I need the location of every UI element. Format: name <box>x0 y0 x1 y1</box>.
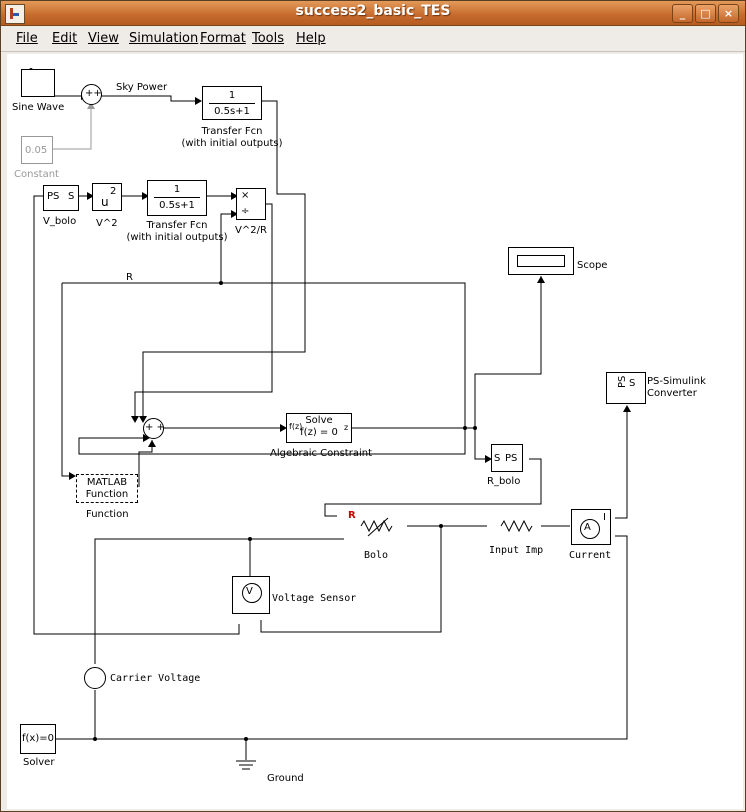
tf-mid-numerator: 1 <box>173 184 181 195</box>
current-glyph: A <box>584 522 591 533</box>
constant-value: 0.05 <box>25 145 48 156</box>
ps-simulink-s: S <box>629 378 636 389</box>
ground-label: Ground <box>267 773 304 784</box>
transfer-fcn-top-block[interactable]: 1 0.5s+1 <box>202 86 262 120</box>
current-sensor-block[interactable]: A I <box>571 509 611 545</box>
v-bolo-block[interactable]: PS S <box>43 185 79 211</box>
r-bolo-label: R_bolo <box>487 476 521 487</box>
square-exp: 2 <box>110 186 117 197</box>
tf-top-label-2: (with initial outputs) <box>181 138 283 149</box>
voltage-sensor-label: Voltage Sensor <box>272 593 357 604</box>
sine-wave-label: Sine Wave <box>12 102 65 113</box>
alg-fz: f(z) <box>289 422 303 431</box>
scope-label: Scope <box>577 260 608 271</box>
voltage-glyph: V <box>246 586 253 597</box>
solver-block[interactable]: f(x)=0 <box>20 724 56 754</box>
menu-edit[interactable]: Edit <box>52 31 78 46</box>
square-base: u <box>101 195 109 209</box>
divide-label: V^2/R <box>235 225 267 236</box>
sum-top-signs: ++ <box>85 88 102 99</box>
alg-label: Algebraic Constraint <box>270 448 373 459</box>
constant-label: Constant <box>14 169 59 180</box>
square-label: V^2 <box>96 218 118 229</box>
r-bolo-s: S <box>494 453 501 464</box>
sine-wave-block[interactable] <box>21 69 55 97</box>
tf-top-label: Transfer Fcn <box>201 126 263 137</box>
scope-block[interactable] <box>508 247 574 275</box>
ps-simulink-block[interactable]: PS S <box>606 372 646 404</box>
voltage-sensor-block[interactable]: V <box>232 576 270 614</box>
transfer-fcn-mid-block[interactable]: 1 0.5s+1 <box>147 180 207 216</box>
close-button[interactable]: × <box>718 4 739 23</box>
r-bolo-ps: PS <box>505 453 518 464</box>
square-block[interactable]: u 2 <box>92 183 122 211</box>
current-i: I <box>603 512 606 523</box>
tf-mid-label-2: (with initial outputs) <box>126 232 228 243</box>
minimize-button[interactable]: _ <box>672 4 693 23</box>
alg-z: z <box>344 423 349 432</box>
matlab-fn-line1: MATLAB <box>86 477 128 488</box>
carrier-voltage-label: Carrier Voltage <box>110 673 201 684</box>
divide-div: ÷ <box>241 206 250 217</box>
v-bolo-label: V_bolo <box>43 216 77 227</box>
tf-top-denominator: 0.5s+1 <box>214 106 250 117</box>
ps-simulink-label-2: Converter <box>647 388 697 399</box>
menu-tools[interactable]: Tools <box>252 31 285 46</box>
ps-simulink-label: PS-Simulink <box>647 376 706 387</box>
menu-format[interactable]: Format <box>200 31 246 46</box>
menu-bar: File Edit View Simulation Format Tools H… <box>1 26 745 52</box>
divide-times: × <box>241 190 250 201</box>
tf-top-numerator: 1 <box>228 90 236 101</box>
divide-block[interactable]: × ÷ <box>236 188 266 220</box>
model-canvas[interactable]: Sine Wave ++ Sky Power 0.05 Constant 1 0… <box>7 54 743 809</box>
ps-simulink-ps: PS <box>617 375 628 388</box>
sum-top-block[interactable]: ++ <box>81 84 102 105</box>
alg-solve: Solve <box>305 415 333 426</box>
tf-mid-label: Transfer Fcn <box>146 220 208 231</box>
algebraic-constraint-block[interactable]: Solve f(z) = 0 f(z) z <box>286 413 352 443</box>
sum-mid-signs: + + <box>145 422 165 433</box>
menu-help[interactable]: Help <box>296 31 326 46</box>
title-bar[interactable]: success2_basic_TES _ □ × <box>1 1 745 26</box>
menu-simulation[interactable]: Simulation <box>129 31 199 46</box>
menu-view[interactable]: View <box>88 31 119 46</box>
tf-mid-denominator: 0.5s+1 <box>159 200 195 211</box>
v-bolo-ps: PS <box>47 191 60 202</box>
signal-lines <box>24 68 631 770</box>
matlab-fn-label: Function <box>86 509 129 520</box>
simulink-app-icon[interactable] <box>5 4 25 24</box>
constant-block[interactable]: 0.05 <box>21 136 53 164</box>
r-signal-label: R <box>126 272 133 283</box>
current-label: Current <box>569 550 612 561</box>
solver-text: f(x)=0 <box>22 733 54 744</box>
window-title: success2_basic_TES <box>295 3 451 19</box>
bolo-label: Bolo <box>364 550 389 561</box>
matlab-fn-line2: Function <box>85 489 129 500</box>
input-imp-label: Input Imp <box>489 545 544 556</box>
menu-file[interactable]: File <box>16 31 38 46</box>
solver-label: Solver <box>23 757 55 768</box>
matlab-function-block[interactable]: MATLAB Function <box>76 474 138 503</box>
sky-power-label: Sky Power <box>116 82 168 93</box>
bolo-r-port: R <box>348 510 356 521</box>
v-bolo-s: S <box>68 191 75 202</box>
carrier-voltage-source[interactable] <box>84 667 106 689</box>
sum-mid-block[interactable]: + + <box>143 418 165 439</box>
maximize-button[interactable]: □ <box>695 4 716 23</box>
alg-fz-eq: f(z) = 0 <box>300 427 338 438</box>
r-bolo-block[interactable]: S PS <box>491 444 523 472</box>
